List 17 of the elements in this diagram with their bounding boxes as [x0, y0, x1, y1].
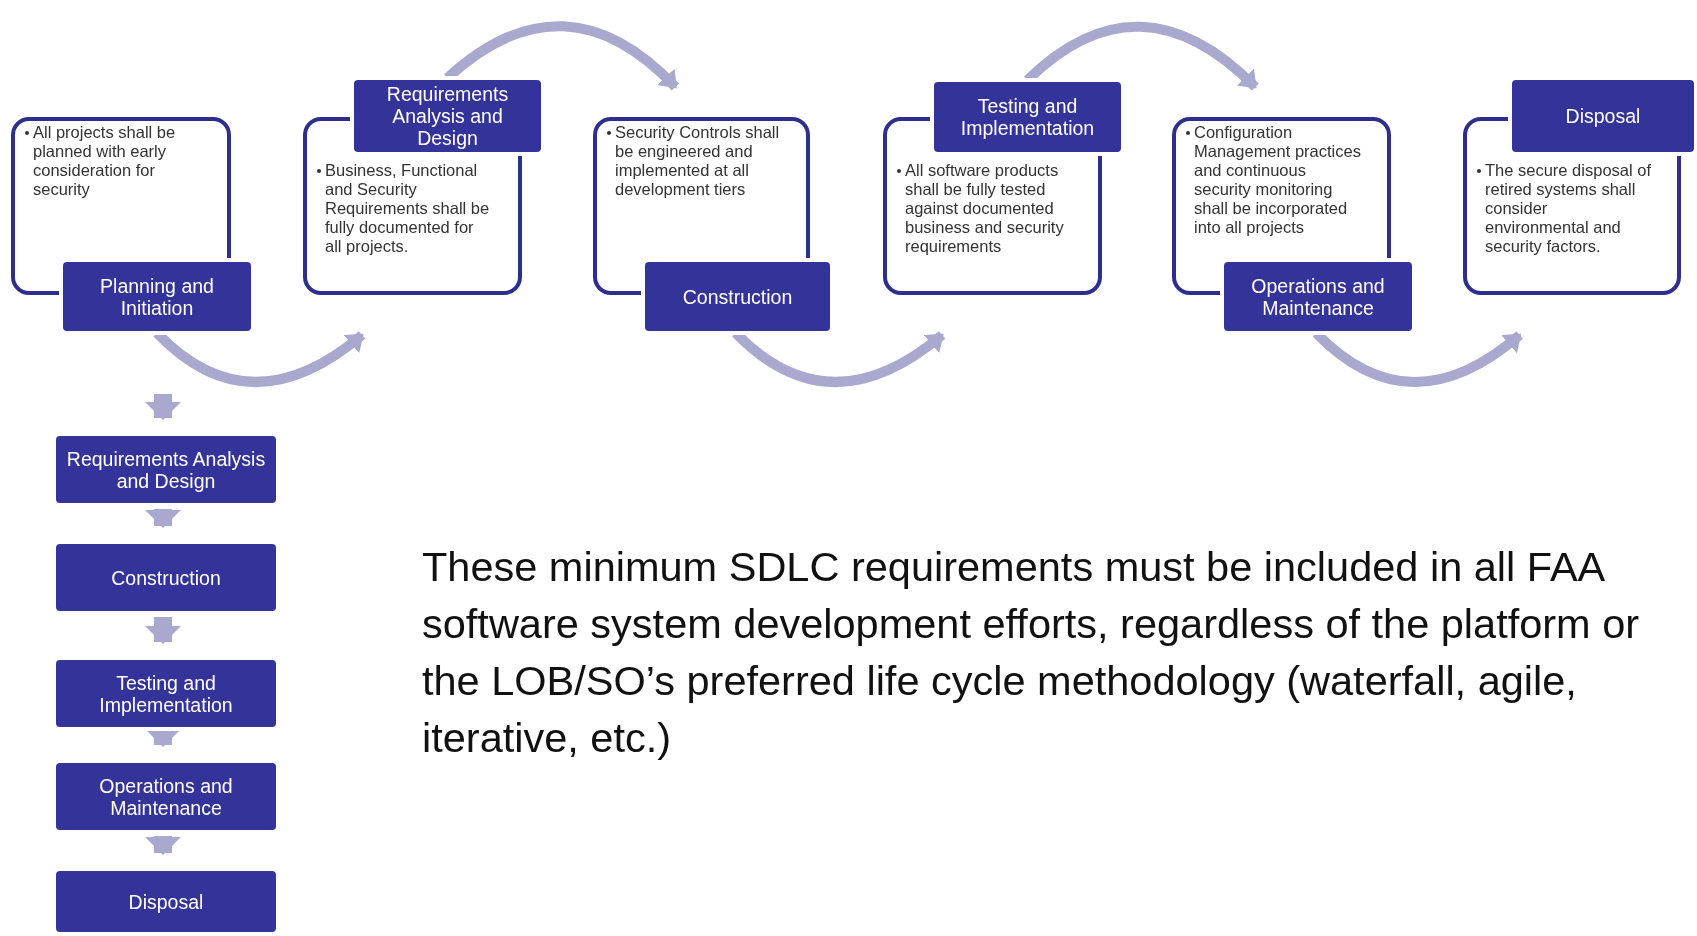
block-arrow	[145, 394, 181, 420]
block-arrow	[145, 836, 181, 855]
curved-arrow	[1024, 21, 1259, 91]
curved-arrow	[444, 21, 679, 91]
block-arrow	[145, 617, 181, 644]
bullet-text: The secure disposal of retired systems shall consider environmental and security factors.	[1485, 161, 1651, 256]
block-arrow	[145, 509, 181, 528]
curved-arrow	[1312, 329, 1523, 387]
bullet-text: Business, Functional and Security Requirements shall be fully documented for all projects.	[325, 161, 491, 256]
bullet-text: All projects shall be planned with early consideration for security	[33, 123, 177, 199]
curved-arrow	[153, 329, 366, 387]
curved-arrow	[732, 329, 946, 387]
bullet-text: Configuration Management practices and continuous security monitoring shall be incorporated into all projects	[1194, 123, 1361, 237]
note-text: These minimum SDLC requirements must be included in all FAA software system development efforts, regardless of the platform or the LOB/SO’s preferred life cycle methodology (waterfall, agile, iterative, etc.)	[422, 542, 1641, 763]
bullet-text: All software products shall be fully tested against documented business and security requirements	[905, 161, 1065, 256]
bullet-text: Security Controls shall be engineered and implemented at all development tiers	[615, 123, 780, 199]
block-arrow	[145, 729, 181, 747]
